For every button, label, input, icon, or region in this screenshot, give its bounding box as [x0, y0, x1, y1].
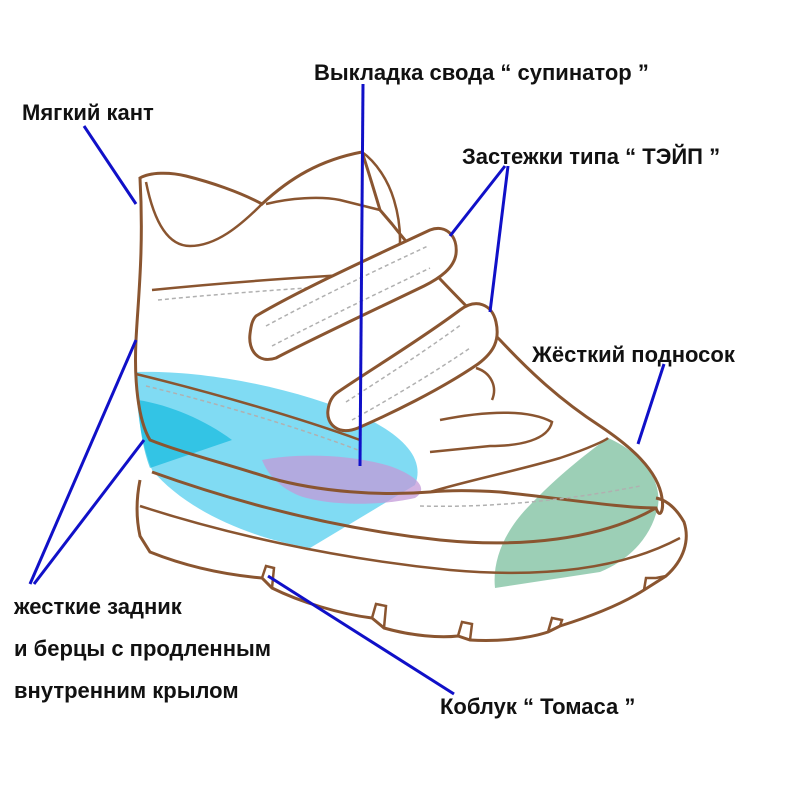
label-fasteners: Застежки типа “ ТЭЙП ”	[462, 144, 721, 169]
arch-support-region	[262, 455, 422, 504]
collar-soft-edge	[144, 181, 263, 248]
leader-lines	[28, 83, 666, 696]
label-heel: Коблук “ Томаса ”	[440, 694, 636, 719]
label-heel-counter-line1: жесткие задник	[14, 594, 182, 619]
label-arch-support: Выкладка свода “ супинатор ”	[314, 60, 649, 85]
sole-lugs	[260, 564, 667, 641]
sole-midline	[139, 504, 681, 575]
vamp-line	[429, 436, 609, 494]
strap-lower-stitch	[345, 323, 471, 421]
label-hard-toe: Жёсткий подносок	[532, 342, 735, 367]
sole-outline	[135, 479, 688, 642]
label-soft-edge: Мягкий кант	[22, 100, 154, 125]
sole-top-edge	[151, 470, 657, 545]
strap-upper-stitch	[265, 245, 431, 347]
upper-outline	[134, 150, 664, 515]
hard-toe-region	[494, 438, 659, 588]
strap-upper	[248, 227, 458, 361]
label-heel-counter-line3: внутренним крылом	[14, 678, 239, 703]
heel-counter-inner-region	[138, 400, 232, 468]
label-heel-counter-line2: и берцы с продленным	[14, 636, 272, 661]
strap-loop	[265, 196, 496, 401]
strap-lower	[326, 302, 499, 433]
